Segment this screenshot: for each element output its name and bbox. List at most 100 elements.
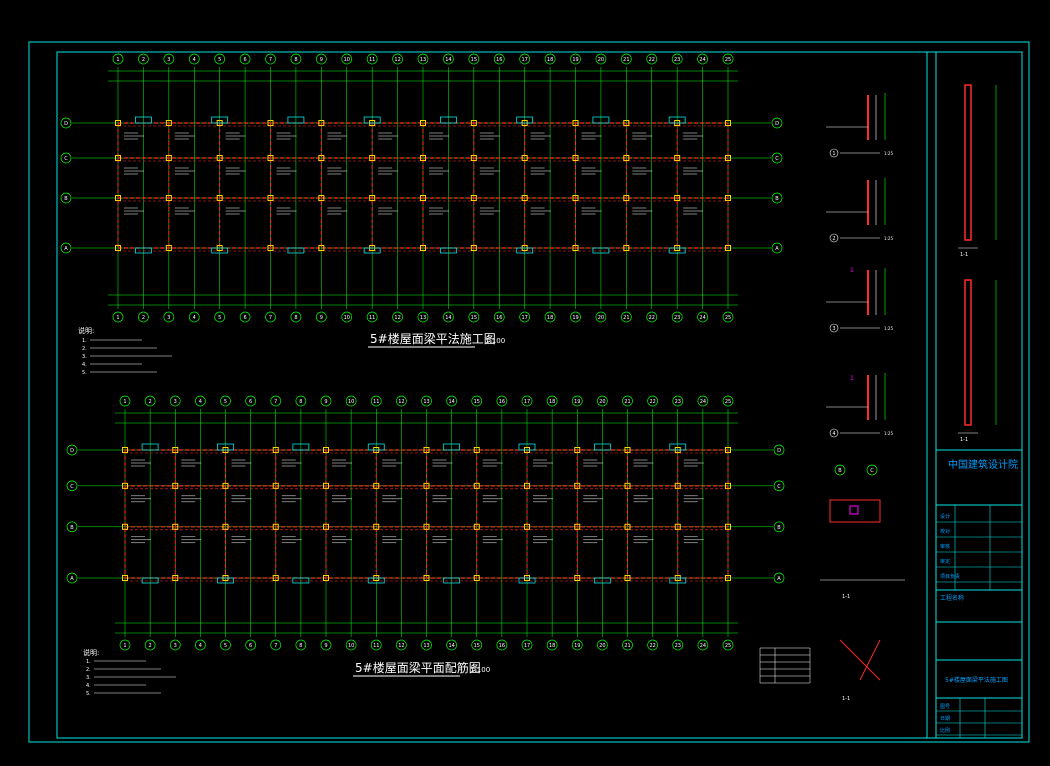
lower-axis-bubble: [144, 639, 156, 651]
lower-axis-label: 8: [299, 643, 302, 649]
upper-axis-bubble: [646, 311, 658, 323]
upper-opening-bottom: [592, 247, 610, 254]
lower-axis-label: 20: [599, 643, 605, 649]
upper-column: [572, 155, 579, 161]
lower-column: [473, 447, 480, 453]
lower-axis-bubble: [672, 639, 684, 651]
upper-axis-bubble: [544, 53, 556, 65]
drawing-title-block: 5#楼屋面梁平法施工图: [945, 676, 1008, 684]
upper-axis-bubble: [443, 311, 454, 323]
detail-axis-label: C: [870, 468, 874, 474]
section-label-bubble: [829, 148, 839, 158]
lower-axis-bubble: [320, 639, 332, 651]
upper-column: [267, 120, 274, 126]
upper-column: [165, 195, 172, 201]
upper-opening-top: [592, 116, 610, 124]
lower-column: [624, 575, 631, 581]
lower-axis-bubble: [220, 639, 231, 651]
lower-axis-bubble: [496, 395, 508, 407]
lower-axis-label: 5: [224, 399, 227, 405]
upper-axis-bubble: [239, 311, 251, 323]
upper-axis-bubble: [697, 53, 708, 65]
upper-row-label: D: [775, 121, 779, 127]
section-label-bubble: [829, 323, 839, 333]
section-scale: 1:25: [884, 236, 893, 241]
detail-axis-bubble: [834, 464, 846, 476]
section-label: 2: [832, 236, 835, 242]
upper-axis-bubble: [112, 311, 124, 323]
section-cut-mark: 1: [850, 267, 854, 274]
upper-column: [623, 120, 630, 126]
lower-row-bubble: [66, 572, 78, 584]
lower-axis-bubble: [144, 395, 156, 407]
upper-opening-top: [668, 116, 686, 124]
upper-axis-bubble: [265, 53, 276, 65]
upper-row-label: D: [64, 121, 68, 127]
lower-axis-bubble: [597, 395, 608, 407]
lower-axis-label: 9: [324, 643, 327, 649]
lower-axis-bubble: [169, 639, 181, 651]
upper-row-label: A: [64, 246, 68, 252]
upper-column: [725, 195, 731, 201]
lower-axis-label: 21: [624, 399, 630, 405]
lower-opening-bottom: [217, 577, 234, 584]
section-label-bubble: [829, 428, 839, 438]
outer-border: [28, 41, 1030, 743]
upper-opening-top: [287, 116, 305, 124]
lower-axis-bubble: [722, 639, 734, 651]
lower-axis-bubble: [521, 395, 533, 407]
company-name: 中国建筑设计院: [948, 458, 1018, 471]
lower-opening-top: [141, 443, 159, 451]
lower-axis-bubble: [521, 639, 533, 651]
upper-row-label: C: [64, 156, 68, 162]
lower-column: [172, 523, 179, 530]
upper-axis-bubble: [519, 53, 531, 65]
note-number: 1.: [82, 338, 87, 344]
title-bottom-label: 比例: [940, 727, 950, 734]
upper-axis-label: 10: [344, 315, 350, 321]
lower-column: [524, 482, 530, 489]
upper-axis-label: 6: [243, 57, 246, 63]
lower-opening-top: [443, 443, 461, 451]
upper-row-bubble: [771, 192, 783, 204]
upper-axis-label: 20: [598, 315, 604, 321]
lower-axis-bubble: [571, 395, 583, 407]
upper-axis-bubble: [315, 53, 327, 65]
note-number: 1.: [86, 659, 91, 665]
lower-column: [423, 575, 430, 581]
upper-row-bubble: [60, 242, 72, 254]
title-bottom-label: 日期: [940, 716, 950, 722]
title-row-label: 审定: [940, 558, 950, 565]
lower-opening-bottom: [292, 577, 310, 584]
lower-column: [272, 523, 279, 530]
lower-row-label: D: [777, 448, 781, 454]
detail-beam-section: [829, 499, 881, 523]
upper-column: [318, 155, 325, 161]
detail-diagonal-2: [859, 639, 881, 681]
upper-axis-bubble: [163, 311, 175, 323]
upper-axis-bubble: [290, 53, 302, 65]
lower-axis-bubble: [647, 395, 658, 407]
upper-column: [470, 120, 477, 126]
upper-column: [165, 245, 172, 251]
detail-column-section: [849, 505, 859, 515]
lower-column: [323, 575, 329, 581]
lower-axis-label: 18: [549, 399, 555, 405]
upper-column: [216, 155, 223, 161]
upper-axis-label: 12: [394, 315, 400, 321]
lower-axis-bubble: [421, 639, 432, 651]
upper-axis-label: 14: [445, 57, 451, 63]
upper-column: [267, 245, 274, 251]
upper-axis-bubble: [493, 311, 505, 323]
lower-column: [222, 523, 229, 530]
lower-column: [423, 482, 430, 489]
upper-axis-label: 8: [294, 57, 297, 63]
upper-axis-label: 25: [725, 315, 731, 321]
lower-column: [674, 523, 681, 530]
lower-column: [574, 575, 581, 581]
upper-row-bubble: [60, 117, 72, 129]
section-label: 3: [832, 326, 835, 332]
lower-opening-top: [217, 443, 234, 451]
lower-axis-bubble: [571, 639, 583, 651]
